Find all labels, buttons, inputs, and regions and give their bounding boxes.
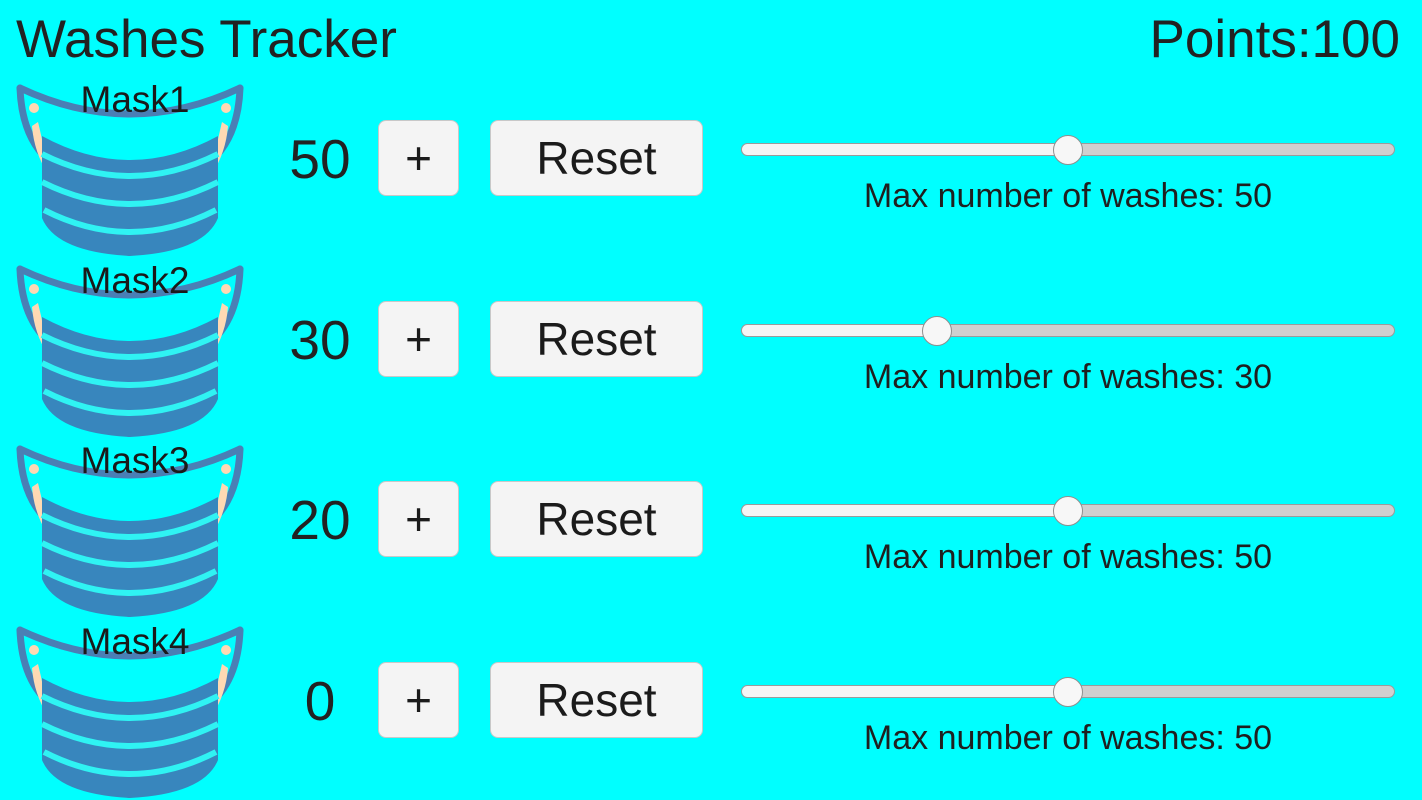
page-title: Washes Tracker [16, 9, 397, 69]
increment-button[interactable]: + [378, 661, 459, 738]
face-mask-icon [16, 626, 244, 798]
slider-cell: Max number of washes: 50 [703, 439, 1422, 576]
slider-fill [741, 684, 1068, 698]
max-washes-slider[interactable] [741, 676, 1395, 707]
max-washes-caption: Max number of washes: 50 [863, 718, 1273, 757]
app-header: Washes Tracker Points:100 [0, 0, 1422, 78]
slider-cell: Max number of washes: 50 [703, 78, 1422, 215]
mask-icon-cell: Mask4 [0, 620, 262, 800]
slider-thumb[interactable] [1053, 676, 1083, 707]
mask-row: Mask1 50 + Reset Max number of washes: 5… [0, 78, 1422, 259]
wash-count: 50 [289, 128, 351, 190]
increment-button[interactable]: + [378, 300, 459, 377]
slider-thumb[interactable] [1053, 135, 1083, 165]
mask-icon-cell: Mask2 [0, 259, 262, 439]
slider-cell: Max number of washes: 50 [703, 620, 1422, 757]
mask-row: Mask4 0 + Reset Max number of washes: 50 [0, 620, 1422, 800]
wash-count: 30 [289, 308, 351, 371]
slider-cell: Max number of washes: 30 [703, 259, 1422, 396]
mask-row: Mask3 20 + Reset Max number of washes: 5… [0, 439, 1422, 620]
max-washes-slider[interactable] [741, 135, 1395, 165]
max-washes-caption: Max number of washes: 50 [863, 538, 1273, 576]
reset-button[interactable]: Reset [490, 481, 703, 557]
max-washes-caption: Max number of washes: 50 [863, 177, 1273, 215]
mask-icon-cell: Mask3 [0, 439, 262, 619]
face-mask-icon [16, 84, 244, 256]
reset-button[interactable]: Reset [490, 300, 703, 377]
face-mask-icon [16, 265, 244, 437]
increment-button[interactable]: + [378, 120, 459, 196]
mask-rows-list: Mask1 50 + Reset Max number of washes: 5… [0, 78, 1422, 800]
reset-button[interactable]: Reset [490, 120, 703, 196]
slider-thumb[interactable] [1053, 496, 1083, 526]
mask-row: Mask2 30 + Reset Max number of washes: 3… [0, 259, 1422, 440]
points-display: Points:100 [1149, 9, 1400, 69]
wash-count: 20 [289, 489, 351, 551]
max-washes-slider[interactable] [741, 315, 1395, 346]
max-washes-caption: Max number of washes: 30 [863, 357, 1273, 396]
wash-count: 0 [304, 669, 336, 732]
increment-button[interactable]: + [378, 481, 459, 557]
reset-button[interactable]: Reset [490, 661, 703, 738]
max-washes-slider[interactable] [741, 496, 1395, 526]
face-mask-icon [16, 445, 244, 617]
mask-icon-cell: Mask1 [0, 78, 262, 258]
slider-thumb[interactable] [922, 315, 953, 346]
slider-fill [741, 323, 938, 337]
slider-fill [741, 143, 1068, 156]
slider-fill [741, 504, 1068, 517]
